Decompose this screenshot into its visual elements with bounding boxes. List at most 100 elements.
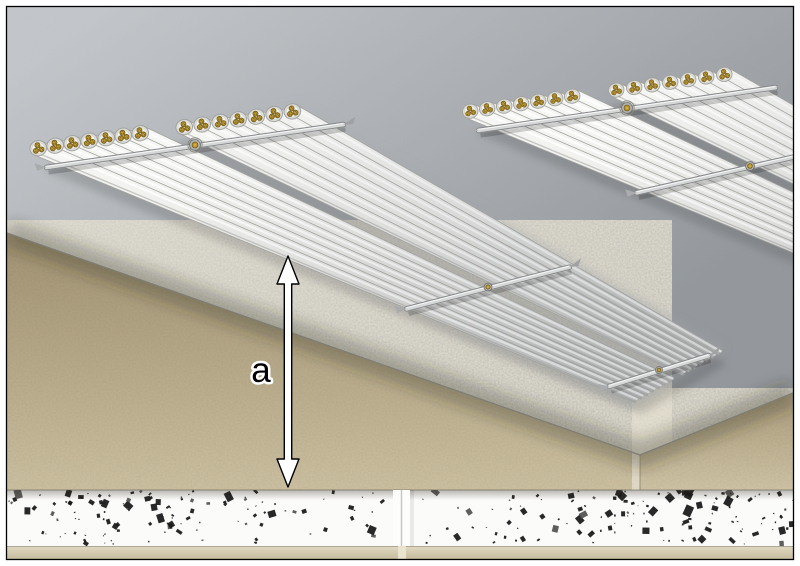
dimension-arrow	[276, 255, 300, 488]
conductor-strand	[489, 109, 491, 112]
conductor-strand	[235, 120, 237, 122]
conductor-strand	[468, 107, 470, 109]
conductor	[269, 113, 275, 120]
conductor-strand	[690, 80, 692, 83]
conductor	[252, 110, 259, 117]
conductor	[118, 135, 124, 142]
conductor-strand	[36, 143, 38, 145]
conductor-strand	[536, 97, 538, 99]
conductor-strand	[273, 110, 276, 113]
speckle-dot	[485, 526, 488, 529]
conductor-strand	[125, 137, 127, 139]
speckle-dot	[165, 505, 171, 510]
conductor-strand	[669, 79, 671, 81]
conductor-strand	[182, 124, 184, 126]
conductor-strand	[271, 115, 273, 117]
conductor-strand	[722, 70, 724, 72]
conductor	[51, 139, 58, 146]
conductor-strand	[473, 112, 475, 114]
conductor-strand	[484, 109, 486, 111]
cable-end-face	[265, 105, 284, 123]
speckle-dot	[150, 503, 158, 512]
conductor-strand	[205, 125, 208, 127]
conductor-strand	[632, 83, 634, 85]
conductor-strand	[237, 116, 240, 118]
conductor-strand	[70, 138, 72, 140]
conductor	[533, 100, 539, 107]
conductor	[67, 142, 73, 149]
conductor-strand	[472, 112, 474, 114]
speckle-dot	[704, 526, 713, 533]
cable-run-depth-fade	[34, 100, 726, 410]
conductor-strand	[551, 101, 553, 103]
conductor	[106, 136, 113, 143]
conductor	[234, 113, 241, 120]
conductor-strand	[241, 120, 244, 122]
cable-end-face	[546, 91, 564, 107]
cable-end-face	[563, 88, 581, 104]
conductor-strand	[204, 124, 206, 126]
speckle-dot	[735, 515, 738, 518]
conductor-strand	[276, 113, 278, 115]
conductor-strand	[240, 118, 242, 121]
conductor-strand	[472, 110, 474, 113]
conductor-strand	[519, 101, 521, 103]
speckle-dot	[592, 541, 594, 544]
conductor-strand	[40, 149, 42, 151]
speckle-dot	[206, 502, 211, 505]
conductor-strand	[614, 87, 616, 89]
speckle-dot	[185, 516, 191, 521]
conductor-strand	[54, 142, 57, 144]
conductor-strand	[722, 76, 724, 78]
conductor	[215, 121, 221, 128]
conductor-strand	[518, 104, 520, 106]
conductor	[630, 82, 637, 88]
conductor-strand	[485, 106, 487, 108]
conductor-strand	[571, 93, 573, 95]
conductor-strand	[468, 108, 470, 110]
conductor	[688, 78, 694, 84]
conductor	[84, 140, 90, 147]
conductor	[180, 121, 187, 128]
conductor	[504, 104, 510, 111]
speckle-dot	[784, 508, 787, 510]
speckle-dot	[632, 512, 635, 515]
clamp-flange	[708, 346, 721, 356]
speckle-dot	[613, 514, 616, 517]
speckle-dot	[284, 509, 287, 512]
speckle-dot	[123, 500, 134, 511]
conductor	[184, 125, 191, 132]
speckle-dot	[32, 508, 34, 510]
speckle-dot	[697, 534, 707, 544]
conductor-strand	[199, 125, 201, 127]
conductor-strand	[726, 75, 728, 77]
speckle-dot	[692, 536, 697, 542]
speckle-dot	[171, 513, 175, 517]
conductor	[538, 99, 544, 106]
speckle-dot	[708, 522, 712, 525]
conductor	[233, 118, 239, 125]
conductor-strand	[142, 134, 144, 136]
conductor	[140, 131, 147, 138]
conductor-strand	[672, 83, 674, 85]
cable-run-1	[29, 100, 727, 414]
speckle-dot	[613, 531, 616, 534]
cable-end-face	[495, 98, 513, 114]
speckle-dot	[739, 530, 743, 533]
conductor	[517, 98, 524, 104]
clamp-shadow	[638, 160, 793, 200]
conductor-strand	[200, 121, 202, 123]
conductor-strand	[654, 84, 656, 86]
speckle-dot	[10, 501, 14, 505]
conductor-strand	[108, 137, 110, 140]
conductor-strand	[87, 136, 89, 138]
cable-end-face	[211, 113, 230, 131]
conductor-strand	[52, 146, 54, 148]
conductor-strand	[686, 81, 688, 84]
conductor-strand	[630, 90, 632, 92]
cable-end-face	[229, 111, 248, 128]
conductor-strand	[121, 138, 123, 140]
speckle-dot	[52, 501, 57, 506]
conductor-strand	[68, 145, 70, 148]
cable-end-face	[529, 93, 547, 109]
